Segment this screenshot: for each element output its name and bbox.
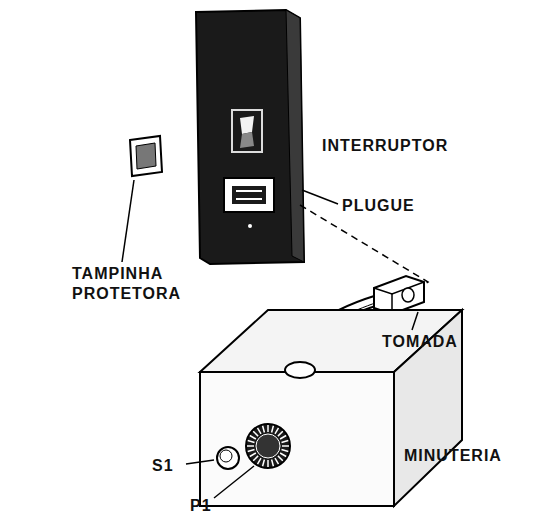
knurl-stroke [248,450,255,452]
knurl-stroke [248,441,255,443]
knurl-stroke [280,436,286,440]
callout-label: S1 [152,456,174,476]
socket [224,178,274,212]
plug-connector [374,276,424,314]
leader-line [122,180,134,262]
part-label: PLUGUE [342,196,415,216]
knurl-stroke [258,458,262,464]
knurl-stroke [275,428,279,434]
leader-line [302,190,338,204]
knurl-stroke [278,431,283,436]
push-button [217,447,239,469]
plug-edge [374,282,424,294]
knurl-stroke [282,450,289,452]
knurl-stroke [282,441,289,443]
knob-face [256,434,280,458]
leader-line [412,312,418,330]
knurl-stroke [282,445,289,447]
leader-line [186,460,214,464]
push-button-cap [220,450,232,462]
knurl-stroke [278,456,283,461]
part-label: TAMPINHA PROTETORA [72,264,187,304]
switch-toggle [240,116,254,134]
wall-plate [196,10,304,264]
knurl-stroke [253,431,258,436]
plug-hole [402,288,414,302]
box-front [200,372,394,506]
part-label: TOMADA [382,332,458,352]
part-label: MINUTERIA [404,446,502,466]
knurl-stroke [250,436,256,440]
knurl-stroke [275,458,279,464]
knurl-stroke [280,453,286,457]
screw [248,224,252,228]
knurl-stroke [272,426,274,433]
knurl-stroke [267,425,269,432]
knurl-stroke [258,428,262,434]
knurl-stroke [272,460,274,467]
potentiometer-knob [246,424,290,468]
switch-frame [232,110,262,152]
knurl-stroke [263,426,265,433]
switch-toggle-lower [240,132,254,148]
part-label: INTERRUPTOR [322,136,448,156]
plate-edge [286,10,304,262]
knurling [247,425,289,467]
protective-cover [130,136,162,176]
socket-contact [236,198,262,200]
cable-hole [285,362,315,378]
knurl-stroke [247,445,254,447]
callout-label: P1 [190,496,212,516]
knurl-stroke [253,456,258,461]
socket-hole [232,186,266,204]
leader-line [214,466,254,498]
socket-contact [236,190,262,192]
protective-cover-inner [136,143,156,169]
knurl-stroke [267,460,269,467]
knurl-stroke [250,453,256,457]
knurl-stroke [263,460,265,467]
